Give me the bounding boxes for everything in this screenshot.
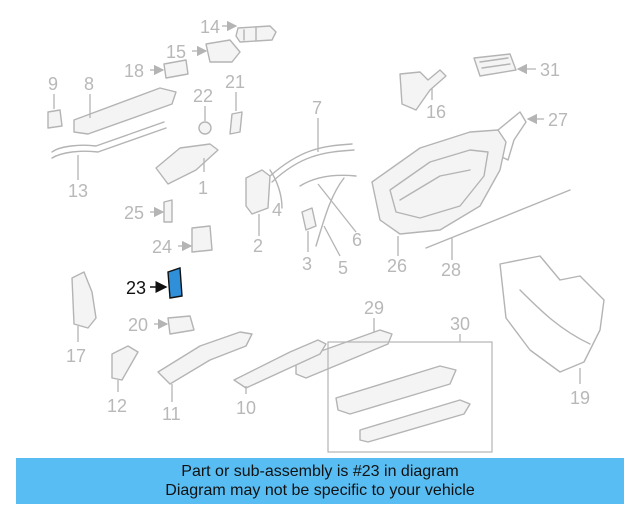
- label-13: 13: [68, 181, 88, 201]
- part-3[interactable]: 3: [301, 207, 317, 274]
- label-30: 30: [450, 314, 470, 334]
- part-7[interactable]: 7: [269, 98, 355, 183]
- label-15: 15: [166, 42, 186, 62]
- part-30[interactable]: 30: [327, 314, 493, 453]
- label-31: 31: [540, 60, 560, 80]
- parts-diagram: 14 15 18 9 8 22 21 16: [47, 17, 605, 453]
- part-20[interactable]: 20: [128, 315, 195, 335]
- part-16[interactable]: 16: [399, 69, 447, 122]
- part-25[interactable]: 25: [124, 199, 173, 223]
- label-6: 6: [352, 230, 362, 250]
- label-5: 5: [338, 258, 348, 278]
- part-21[interactable]: 21: [225, 72, 245, 135]
- info-banner: Part or sub-assembly is #23 in diagram D…: [16, 458, 624, 504]
- label-17: 17: [66, 346, 86, 366]
- label-14: 14: [200, 17, 220, 37]
- part-13[interactable]: 13: [51, 121, 167, 201]
- label-3: 3: [302, 254, 312, 274]
- label-8: 8: [84, 74, 94, 94]
- part-10[interactable]: 10: [233, 339, 327, 418]
- label-9: 9: [48, 74, 58, 94]
- label-24: 24: [152, 237, 172, 257]
- label-23: 23: [126, 278, 146, 298]
- part-12[interactable]: 12: [107, 345, 139, 416]
- part-22[interactable]: 22: [193, 86, 213, 135]
- part-8[interactable]: 8: [73, 74, 177, 135]
- label-22: 22: [193, 86, 213, 106]
- part-14[interactable]: 14: [200, 17, 277, 43]
- label-20: 20: [128, 315, 148, 335]
- part-15[interactable]: 15: [166, 39, 241, 63]
- label-11: 11: [162, 404, 181, 424]
- label-7: 7: [312, 98, 322, 118]
- part-26[interactable]: 26: [371, 129, 507, 276]
- part-1[interactable]: 1: [155, 143, 219, 198]
- part-19[interactable]: 19: [499, 255, 605, 408]
- label-27: 27: [548, 110, 568, 130]
- label-1: 1: [198, 178, 208, 198]
- part-31[interactable]: 31: [473, 53, 560, 80]
- part-28[interactable]: 28: [425, 189, 571, 280]
- label-29: 29: [364, 298, 384, 318]
- part-23-shape: [167, 267, 183, 299]
- label-18: 18: [124, 61, 144, 81]
- label-10: 10: [236, 398, 256, 418]
- label-16: 16: [426, 102, 446, 122]
- part-23[interactable]: 23: [126, 267, 183, 299]
- part-9[interactable]: 9: [47, 74, 63, 129]
- part-5[interactable]: 5: [315, 177, 348, 278]
- banner-line-2: Diagram may not be specific to your vehi…: [165, 482, 475, 499]
- label-2: 2: [253, 236, 263, 256]
- part-4[interactable]: 4: [269, 169, 283, 220]
- label-25: 25: [124, 203, 144, 223]
- label-12: 12: [107, 396, 127, 416]
- part-2[interactable]: 2: [245, 169, 271, 256]
- banner-line-1: Part or sub-assembly is #23 in diagram: [181, 463, 459, 480]
- part-11[interactable]: 11: [157, 331, 253, 424]
- label-26: 26: [387, 256, 407, 276]
- part-6[interactable]: 6: [299, 174, 362, 250]
- part-24[interactable]: 24: [152, 225, 213, 257]
- label-19: 19: [570, 388, 590, 408]
- part-18[interactable]: 18: [124, 59, 189, 81]
- label-28: 28: [441, 260, 461, 280]
- part-27[interactable]: 27: [497, 110, 568, 161]
- label-21: 21: [225, 72, 245, 92]
- label-4: 4: [272, 200, 282, 220]
- part-29[interactable]: 29: [295, 298, 393, 379]
- part-17[interactable]: 17: [66, 271, 97, 366]
